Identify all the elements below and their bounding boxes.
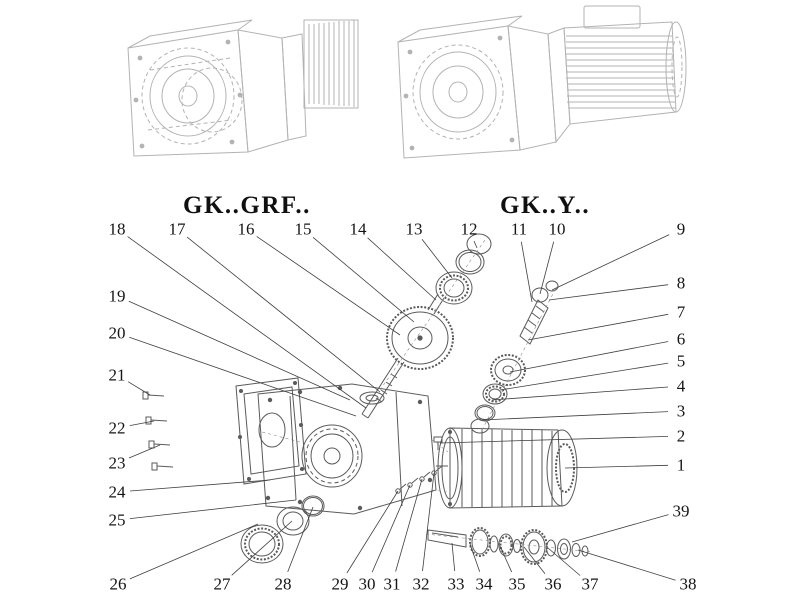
leader-line-33 — [451, 542, 456, 572]
leader-line-20 — [129, 336, 357, 417]
leader-line-6 — [509, 341, 669, 373]
leader-line-25 — [129, 499, 297, 519]
leader-line-32 — [422, 472, 435, 572]
leader-line-4 — [491, 386, 669, 401]
leader-line-8 — [548, 284, 669, 301]
leader-line-18 — [127, 236, 367, 409]
output-shaft-assembly — [427, 527, 589, 565]
leader-line-12 — [473, 240, 478, 249]
leader-line-39 — [571, 514, 669, 543]
leader-line-19 — [128, 300, 351, 401]
input-gear-assembly — [361, 233, 492, 419]
variant-label-y: GK..Y.. — [500, 192, 591, 219]
leader-line-27 — [231, 520, 293, 576]
gear-housing — [257, 383, 437, 515]
leader-lines — [127, 234, 676, 581]
leader-line-14 — [367, 237, 437, 301]
leader-line-13 — [421, 239, 453, 279]
leader-line-24 — [129, 479, 271, 492]
leader-line-36 — [523, 546, 546, 575]
leader-line-1 — [564, 464, 669, 469]
leader-line-22 — [129, 420, 155, 426]
pinion-assembly — [470, 280, 559, 434]
leader-line-35 — [499, 545, 513, 573]
output-flange-plate — [235, 377, 307, 485]
leader-line-2 — [439, 436, 669, 444]
leader-line-29 — [346, 490, 399, 574]
gearbox-grf-illustration — [127, 19, 359, 157]
leader-line-11 — [520, 241, 533, 303]
leader-line-7 — [527, 313, 669, 341]
flange-screws — [142, 391, 174, 471]
leader-line-34 — [469, 543, 481, 572]
leader-line-5 — [499, 362, 669, 391]
leader-line-38 — [577, 549, 676, 581]
leader-line-28 — [287, 506, 314, 573]
leader-line-37 — [547, 547, 581, 576]
leader-line-21 — [127, 381, 151, 396]
variant-label-grf: GK..GRF.. — [183, 192, 311, 219]
leader-line-23 — [128, 444, 161, 459]
leader-line-15 — [312, 236, 415, 323]
leader-line-17 — [186, 236, 381, 393]
leader-line-30 — [371, 484, 411, 573]
gearbox-y-illustration — [397, 5, 687, 159]
leader-line-31 — [395, 478, 423, 572]
leader-line-9 — [551, 234, 670, 291]
alignment-lines — [261, 239, 593, 553]
leader-line-16 — [256, 236, 401, 336]
leader-line-10 — [539, 241, 555, 295]
output-bearing-parts — [240, 495, 325, 564]
leader-line-26 — [129, 523, 259, 580]
leader-line-3 — [481, 411, 669, 421]
